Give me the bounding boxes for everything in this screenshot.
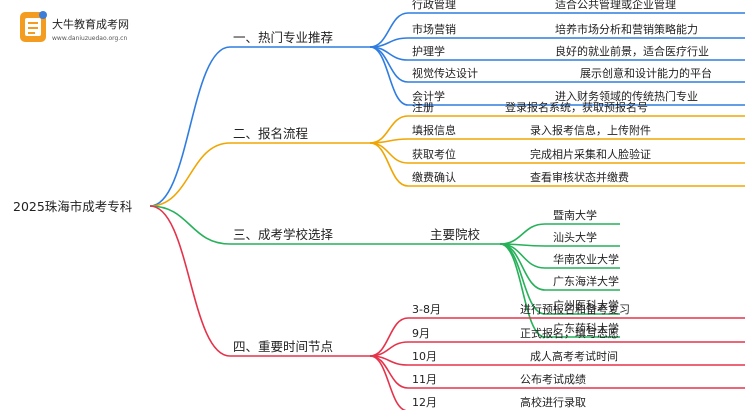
item-detail: 展示创意和设计能力的平台 — [580, 66, 712, 80]
item-label: 护理学 — [412, 44, 445, 58]
branch-label: 一、热门专业推荐 — [233, 30, 333, 45]
item-label: 会计学 — [412, 89, 445, 103]
branch-item-link — [369, 138, 409, 144]
root-branch-link — [149, 46, 231, 207]
root-branch-link — [149, 205, 231, 245]
item-detail: 进入财务领域的传统热门专业 — [555, 89, 698, 103]
sub-label: 主要院校 — [430, 227, 481, 242]
watermark-name: 大牛教育成考网 — [52, 17, 129, 31]
item-label: 9月 — [412, 327, 430, 340]
item-detail: 适合公共管理或企业管理 — [555, 0, 676, 11]
item-detail: 高校进行录取 — [520, 395, 586, 409]
branch-item-link — [369, 355, 408, 410]
mindmap-links — [149, 12, 745, 410]
item-detail: 查看审核状态并缴费 — [530, 170, 629, 184]
item-detail: 进行预报名和备考复习 — [520, 302, 630, 316]
item-label: 视觉传达设计 — [412, 66, 478, 80]
item-detail: 登录报名系统，获取预报名号 — [505, 100, 648, 114]
item-detail: 录入报考信息，上传附件 — [530, 123, 651, 137]
root-topic: 2025珠海市成考专科 — [13, 199, 133, 214]
branch-label: 四、重要时间节点 — [233, 339, 333, 354]
item-detail: 良好的就业前景，适合医疗行业 — [555, 44, 709, 58]
item-label: 行政管理 — [412, 0, 456, 11]
item-label: 3-8月 — [412, 303, 441, 316]
item-label: 市场营销 — [412, 22, 456, 36]
item-detail: 成人高考考试时间 — [530, 349, 618, 363]
sub-item-link — [499, 243, 546, 338]
branch-item-link — [369, 46, 409, 106]
logo-icon — [20, 11, 47, 42]
item-detail: 正式报名，填写志愿 — [520, 326, 619, 340]
school-label: 广东海洋大学 — [553, 274, 619, 288]
root-branch-link — [149, 142, 231, 207]
item-label: 获取考位 — [412, 147, 456, 161]
school-label: 广东药科大学 — [553, 321, 619, 335]
sub-item-link — [499, 223, 546, 245]
item-label: 12月 — [412, 396, 437, 409]
watermark-url: www.daniuzuedao.org.cn — [52, 35, 127, 42]
school-label: 汕头大学 — [553, 230, 597, 244]
branch-label: 三、成考学校选择 — [233, 227, 334, 242]
item-detail: 完成相片采集和人脸验证 — [530, 147, 651, 161]
branch-item-link — [369, 317, 409, 357]
item-label: 10月 — [412, 350, 437, 363]
item-detail: 公布考试成绩 — [520, 373, 586, 386]
item-detail: 培养市场分析和营销策略能力 — [555, 22, 698, 36]
school-label: 华南农业大学 — [553, 252, 619, 266]
branch-item-link — [369, 142, 409, 187]
item-label: 缴费确认 — [412, 170, 456, 184]
school-label: 暨南大学 — [553, 208, 597, 222]
item-label: 11月 — [412, 373, 437, 386]
root-branch-link — [149, 205, 231, 357]
watermark-logo: 大牛教育成考网 www.daniuzuedao.org.cn — [20, 11, 129, 42]
branch-label: 二、报名流程 — [233, 126, 309, 141]
branch-item-link — [369, 142, 409, 164]
item-label: 填报信息 — [412, 123, 456, 137]
item-label: 注册 — [412, 100, 434, 114]
school-label: 广州医科大学 — [553, 298, 619, 312]
